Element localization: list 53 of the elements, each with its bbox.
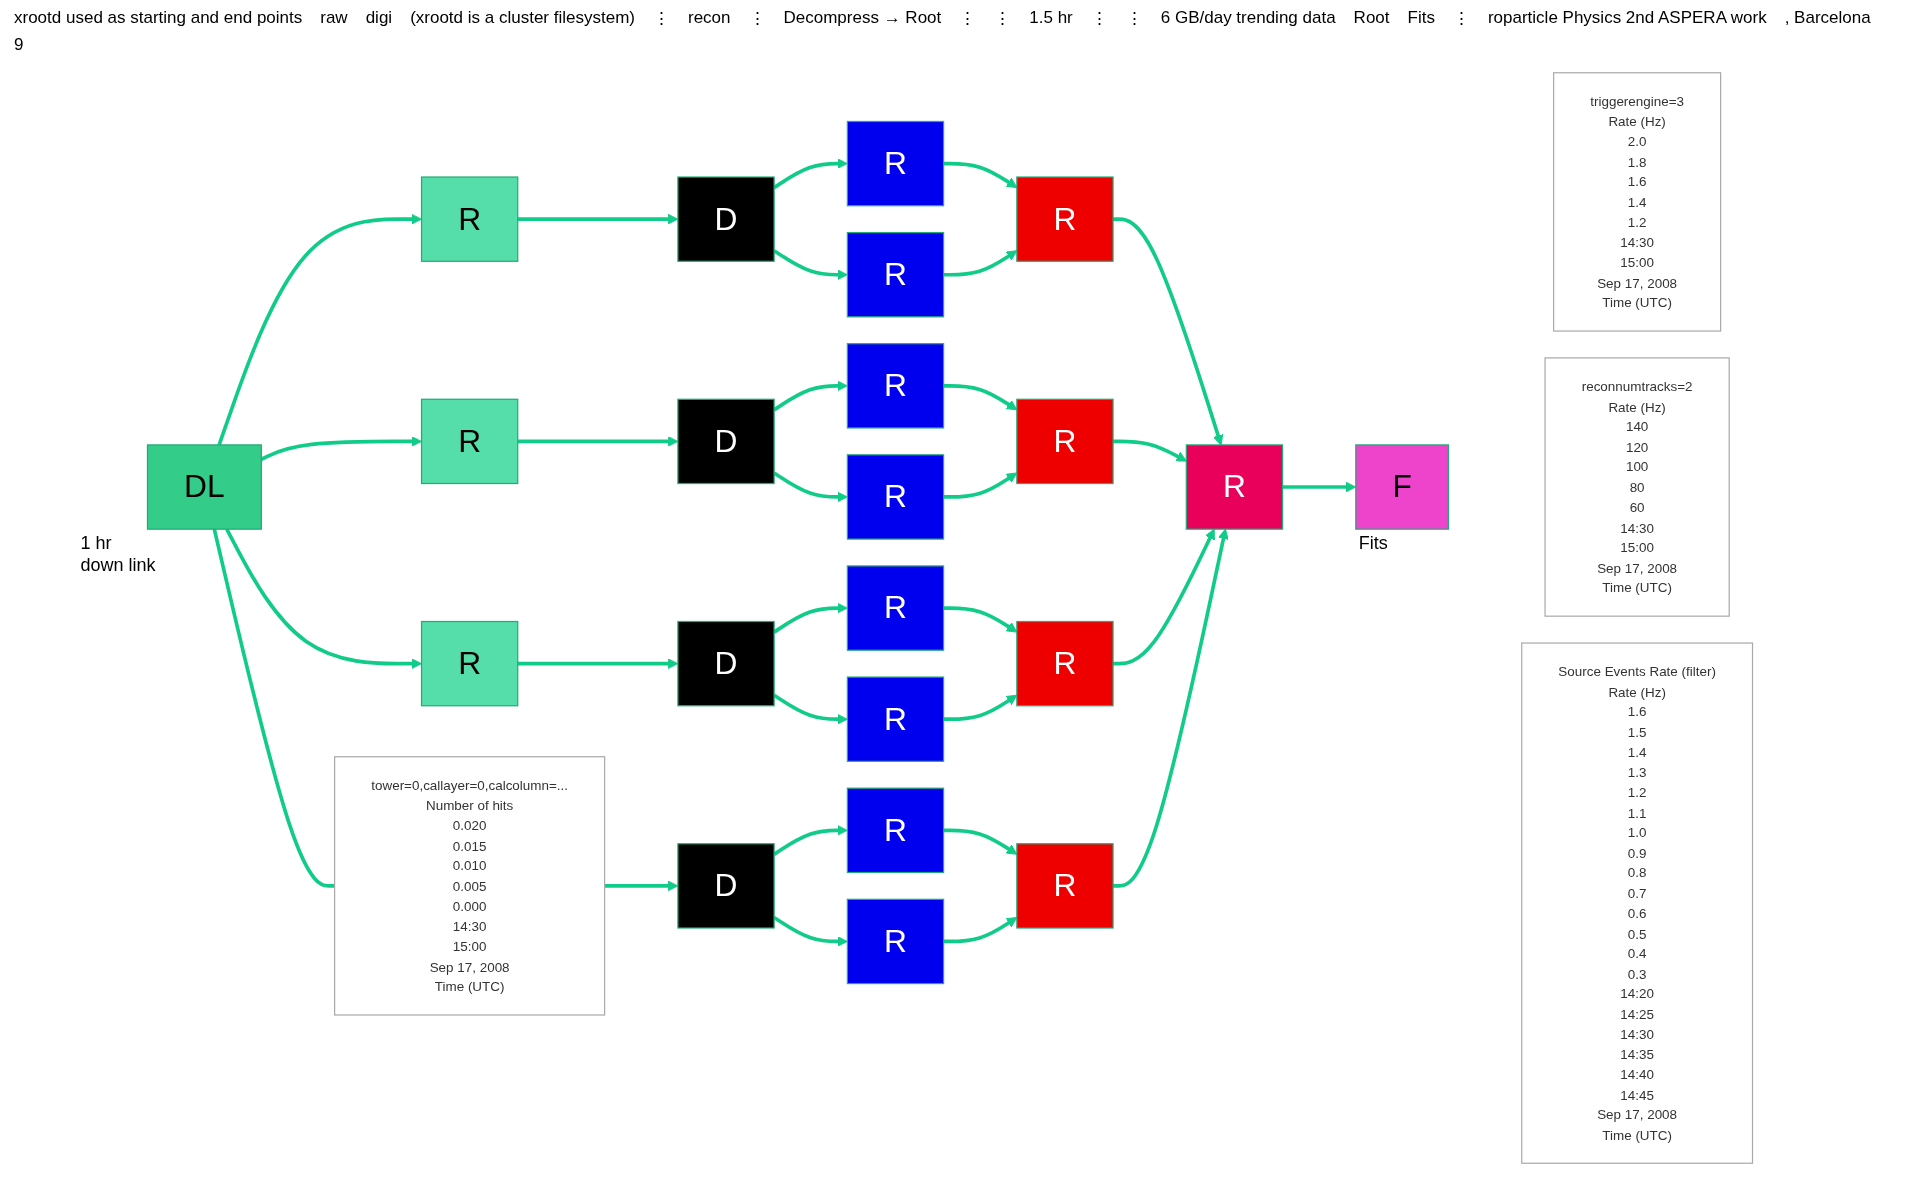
text-label: , Barcelona bbox=[1784, 8, 1871, 29]
text-label: ⋮ bbox=[748, 8, 766, 29]
node-box: R bbox=[846, 565, 945, 651]
text-label: ⋮ bbox=[959, 8, 977, 29]
text-label: ⋮ bbox=[1090, 8, 1108, 29]
text-label: recon bbox=[687, 8, 731, 29]
text-label: 1.5 hr bbox=[1029, 8, 1073, 29]
connector bbox=[212, 528, 335, 888]
text-label: ⋮ bbox=[994, 8, 1012, 29]
text-label: roparticle Physics 2nd ASPERA work bbox=[1487, 8, 1767, 29]
node-box: R bbox=[420, 620, 519, 707]
text-label: 6 GB/day trending data bbox=[1160, 8, 1336, 29]
arrow bbox=[1113, 439, 1187, 462]
arrow bbox=[225, 528, 422, 669]
text-label: Root bbox=[1353, 8, 1390, 29]
node-box: D bbox=[677, 398, 775, 485]
node-box: D bbox=[677, 620, 775, 707]
node-box: R bbox=[1016, 176, 1114, 262]
node-box: R bbox=[420, 176, 519, 262]
node-box: R bbox=[1016, 398, 1114, 485]
node-box: R bbox=[846, 454, 945, 540]
node-box: R bbox=[846, 120, 945, 207]
text-label: digi bbox=[365, 8, 393, 29]
node-box: tower=0,callayer=0,calcolumn=... Number of hits 0.020 0.015 0.010 0.005 0.000 14:30 15:00 Sep 17, 2008 Time (UTC) bbox=[334, 756, 606, 1016]
text-label: xrootd used as starting and end points bbox=[14, 8, 303, 29]
node-box: triggerengine=3 Rate (Hz) 2.0 1.8 1.6 1.4 1.2 14:30 15:00 Sep 17, 2008 Time (UTC) bbox=[1553, 72, 1722, 332]
text-label: ⋮ bbox=[652, 8, 670, 29]
node-box: R bbox=[1185, 444, 1284, 530]
text-label: (xrootd is a cluster filesystem) bbox=[410, 8, 635, 29]
node-box: D bbox=[677, 176, 775, 262]
node-box: R bbox=[846, 231, 945, 318]
text-label: ⋮ bbox=[1452, 8, 1470, 29]
node-box: R bbox=[1016, 843, 1114, 929]
arrow bbox=[1113, 217, 1224, 446]
node-box: R bbox=[846, 343, 945, 429]
text-label: Decompress → Root bbox=[783, 8, 942, 29]
node-box: R bbox=[1016, 620, 1114, 707]
node-box: Source Events Rate (filter) Rate (Hz) 1.6 1.5 1.4 1.3 1.2 1.1 1.0 0.9 0.8 0.7 0.6 0.5 0.4 0.3 14:20 14:25 14:30 14:35 14:40 14:45 Sep 17, 2008 Time (UTC) bbox=[1521, 642, 1754, 1164]
node-box: R bbox=[846, 676, 945, 762]
node-box: R bbox=[846, 787, 945, 874]
node-box: R bbox=[846, 898, 945, 985]
text-label: Fits bbox=[1407, 8, 1435, 29]
node-box: F bbox=[1355, 444, 1450, 530]
node-box: D bbox=[677, 843, 775, 929]
arrow bbox=[1113, 528, 1229, 888]
text-label: 9 bbox=[14, 35, 24, 55]
text-label: ⋮ bbox=[1125, 8, 1143, 29]
arrow bbox=[217, 213, 422, 446]
node-box: R bbox=[420, 398, 519, 485]
node-box: DL bbox=[146, 444, 262, 530]
arrow bbox=[1113, 528, 1215, 666]
node-box: reconnumtracks=2 Rate (Hz) 140 120 100 80 60 14:30 15:00 Sep 17, 2008 Time (UTC) bbox=[1544, 357, 1730, 617]
text-label: raw bbox=[320, 8, 348, 29]
